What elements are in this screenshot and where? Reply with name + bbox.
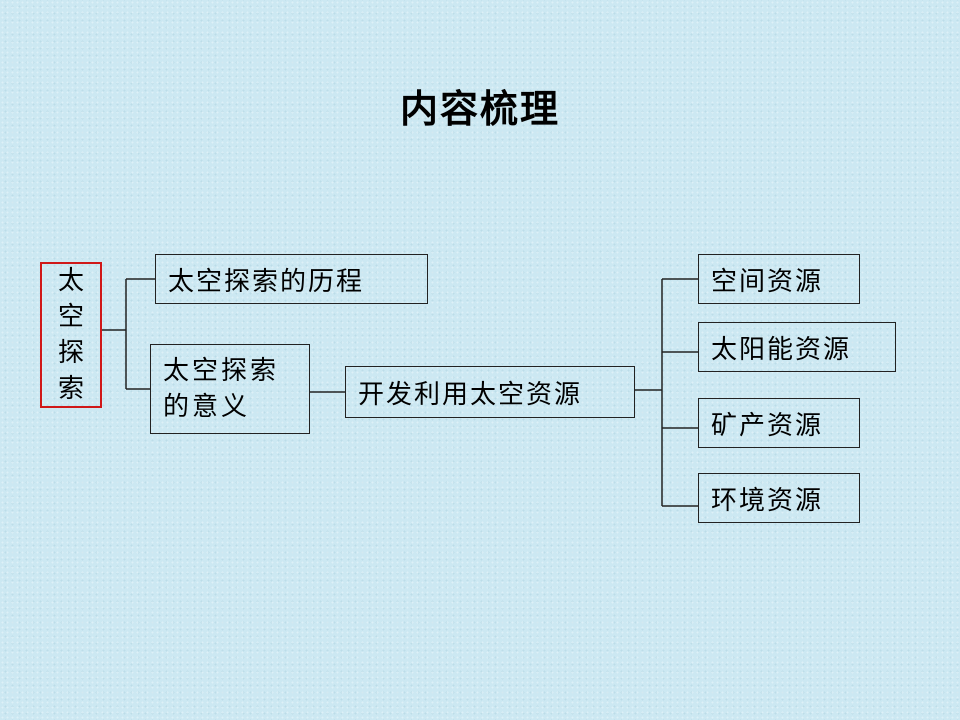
resource-label: 环境资源 (711, 485, 824, 516)
page-title: 内容梳理 (399, 86, 560, 131)
resource-node-space: 空间资源 (698, 254, 860, 304)
resource-label: 矿产资源 (711, 410, 824, 441)
resource-label: 空间资源 (711, 266, 824, 297)
develop-label: 开发利用太空资源 (358, 379, 583, 410)
history-node: 太空探索的历程 (155, 254, 428, 304)
root-label: 太空探索 (57, 266, 84, 404)
resource-label: 太阳能资源 (711, 334, 852, 365)
resource-node-environment: 环境资源 (698, 473, 860, 523)
develop-node: 开发利用太空资源 (345, 366, 635, 418)
history-label: 太空探索的历程 (168, 266, 365, 297)
meaning-label: 太空探索的意义 (163, 356, 280, 422)
resource-node-solar: 太阳能资源 (698, 322, 896, 372)
resource-node-mineral: 矿产资源 (698, 398, 860, 448)
meaning-node: 太空探索的意义 (150, 344, 310, 434)
root-node: 太空探索 (40, 262, 102, 408)
